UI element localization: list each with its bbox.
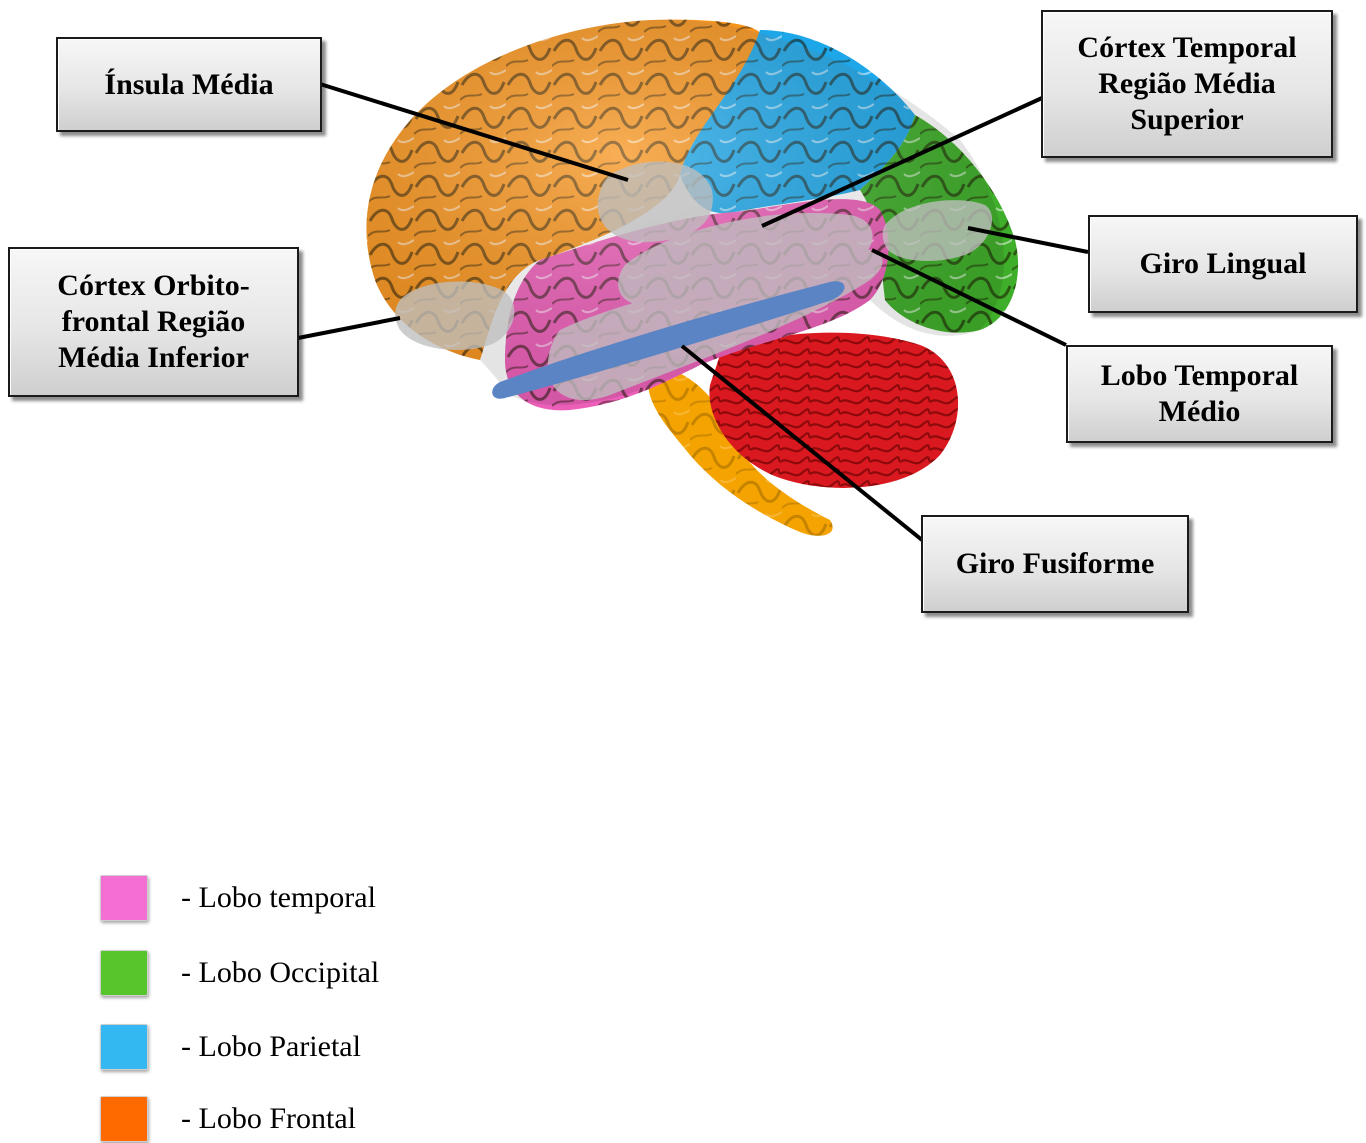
legend-item-temporal: - Lobo temporal bbox=[100, 874, 376, 922]
label-orbitofrontal-line-3: Média Inferior bbox=[58, 341, 249, 374]
line-insula bbox=[319, 82, 629, 182]
legend-item-frontal: - Lobo Frontal bbox=[100, 1095, 356, 1143]
superior-temporal-highlight bbox=[618, 213, 873, 306]
label-cortex-orbitofrontal: Córtex Orbito- frontal Região Média Infe… bbox=[8, 247, 299, 397]
label-orbitofrontal-line-1: Córtex Orbito- bbox=[57, 269, 250, 302]
legend-swatch-parietal bbox=[100, 1024, 148, 1070]
legend-label-parietal: - Lobo Parietal bbox=[181, 1030, 361, 1063]
legend-item-occipital: - Lobo Occipital bbox=[100, 949, 379, 997]
label-lobo-temporal-medio: Lobo Temporal Médio bbox=[1066, 345, 1333, 443]
fusiform-highlight bbox=[492, 281, 845, 399]
legend-label-frontal: - Lobo Frontal bbox=[181, 1102, 356, 1135]
label-cortex-temporal-line-3: Superior bbox=[1130, 103, 1244, 136]
label-giro-lingual: Giro Lingual bbox=[1088, 215, 1358, 313]
label-lobo-temporal-medio-line-1: Lobo Temporal bbox=[1100, 359, 1299, 392]
line-giro-fusiforme bbox=[680, 344, 924, 542]
line-cortex-temporal bbox=[761, 96, 1043, 228]
label-cortex-temporal-line-1: Córtex Temporal bbox=[1077, 31, 1297, 64]
line-giro-lingual bbox=[967, 226, 1089, 254]
legend-swatch-frontal bbox=[100, 1096, 148, 1142]
label-cortex-temporal-line-2: Região Média bbox=[1098, 67, 1276, 100]
label-cortex-temporal: Córtex Temporal Região Média Superior bbox=[1041, 10, 1333, 158]
connector-lines bbox=[297, 82, 1089, 542]
label-giro-fusiforme: Giro Fusiforme bbox=[921, 515, 1189, 613]
label-orbitofrontal-line-2: frontal Região bbox=[61, 305, 246, 338]
label-insula-media: Ínsula Média bbox=[56, 37, 322, 132]
legend-label-temporal: - Lobo temporal bbox=[181, 881, 376, 914]
legend-label-occipital: - Lobo Occipital bbox=[181, 956, 380, 989]
line-orbitofrontal bbox=[297, 316, 401, 340]
legend-swatch-occipital bbox=[100, 950, 148, 996]
orbitofrontal-highlight bbox=[395, 281, 515, 350]
lingual-highlight bbox=[882, 200, 993, 262]
insula-highlight bbox=[597, 161, 713, 243]
label-lobo-temporal-medio-line-2: Médio bbox=[1158, 395, 1241, 428]
line-lobo-temporal-medio bbox=[871, 248, 1067, 347]
label-insula-media-text: Ínsula Média bbox=[104, 67, 274, 101]
label-giro-fusiforme-text: Giro Fusiforme bbox=[955, 547, 1155, 580]
legend-swatch-temporal bbox=[100, 875, 148, 921]
label-giro-lingual-text: Giro Lingual bbox=[1139, 247, 1307, 280]
legend-item-parietal: - Lobo Parietal bbox=[100, 1023, 361, 1071]
